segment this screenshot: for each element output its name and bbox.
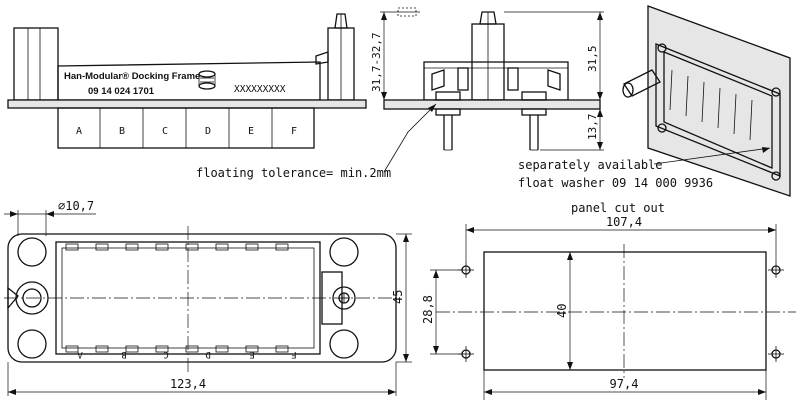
slot-label-e: E [248, 126, 254, 137]
slot-label-d: D [205, 126, 211, 137]
front-slot-d: D [205, 349, 210, 359]
frame-title: Han-Modular® Docking Frame [64, 71, 200, 82]
dim-hole-diameter: ∅10,7 [58, 199, 94, 213]
dim-cutout-height: 40 [555, 304, 569, 318]
slot-label-b: B [119, 126, 125, 137]
dim-height: 31,5 [586, 46, 599, 73]
side-view: 31,7-32,7 31,5 13,7 [370, 7, 604, 173]
front-slot-e: E [249, 349, 254, 359]
front-slot-f: F [291, 349, 296, 359]
floating-tolerance-note: floating tolerance= min.2mm [196, 166, 391, 180]
dim-front-height: 45 [391, 290, 405, 304]
dim-cutout-inner-width: 97,4 [610, 377, 639, 391]
washer-note-line1: separately available [518, 158, 663, 172]
dim-lower: 13,7 [586, 114, 599, 141]
left-guide-post [13, 27, 59, 101]
washer-note-line2: float washer 09 14 000 9936 [518, 176, 713, 190]
frame-part-number: 09 14 024 1701 [88, 86, 155, 97]
frame-flange [7, 99, 367, 109]
dim-cutout-hole-spacing: 28,8 [421, 295, 435, 324]
front-slot-c: C [163, 349, 168, 359]
cutout-rectangle [483, 251, 767, 371]
isometric-view [622, 5, 791, 197]
slot-label-a: A [76, 126, 82, 137]
panel-cutout: panel cut out 107,4 97,4 [421, 201, 796, 400]
front-view: A B C D E F ∅10,7 123,4 45 [4, 199, 412, 396]
cutout-title: panel cut out [571, 201, 665, 215]
slot-label-f: F [291, 126, 297, 137]
dim-height-range: 31,7-32,7 [370, 32, 383, 92]
dim-front-width: 123,4 [170, 377, 206, 391]
front-slot-b: B [121, 349, 126, 359]
frame-elevation: Han-Modular® Docking Frame 09 14 024 170… [7, 13, 367, 149]
frame-placeholder-code: XXXXXXXXX [234, 84, 286, 95]
slot-label-c: C [162, 126, 168, 137]
front-slot-a: A [77, 349, 83, 359]
dim-cutout-outer-width: 107,4 [606, 215, 642, 229]
